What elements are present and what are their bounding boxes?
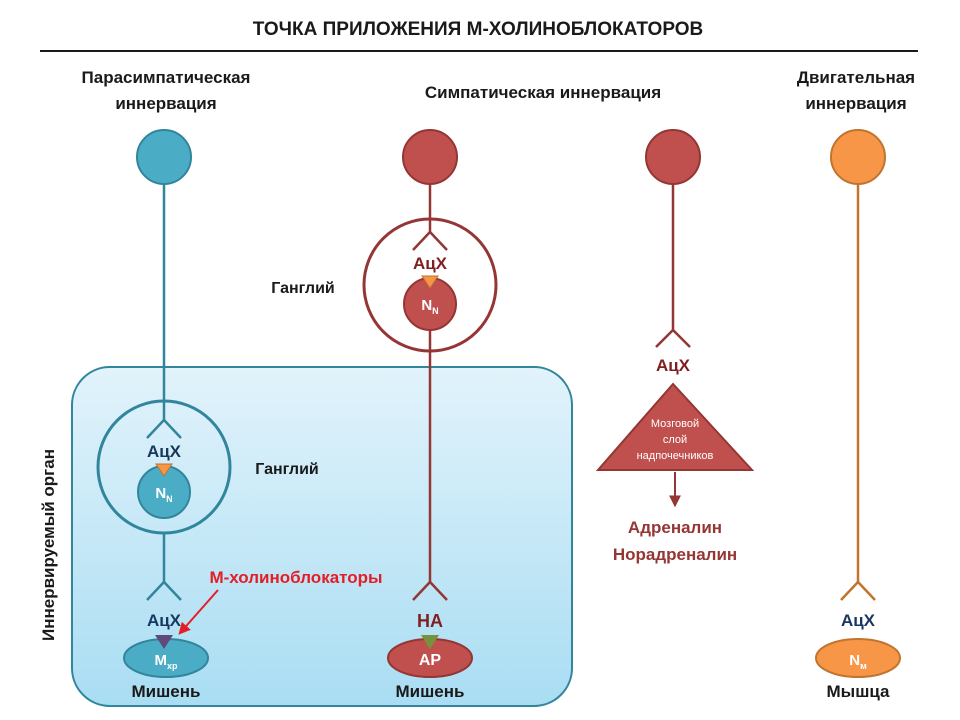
m-blocker-arrow [178, 589, 219, 635]
adrenal-medulla-line1: Мозговой [651, 418, 699, 430]
motor-achx-label: АцХ [841, 611, 876, 630]
adrenaline-label: Адреналин [628, 518, 722, 537]
symp-target-label: Мишень [396, 682, 465, 701]
motor-muscle-label: Мышца [827, 682, 891, 701]
para-n-receptor [155, 463, 173, 477]
header-para-line2: иннервация [115, 94, 216, 113]
symp-achx-ganglion: АцХ [413, 254, 448, 273]
symp-ar-receptor [421, 635, 439, 649]
symp-n-receptor [421, 275, 439, 289]
motor-muscle-ellipse [815, 638, 901, 678]
para-effector-terminal [146, 580, 182, 601]
para-m-label: Мхр [154, 652, 178, 671]
organ-label: Иннервируемый орган [39, 449, 58, 641]
symp-ganglion-terminal [412, 230, 448, 251]
para-ganglion-terminal [146, 418, 182, 439]
adrenal-medulla-line3: надпочечников [637, 450, 714, 462]
noradrenaline-label: Норадреналин [613, 545, 737, 564]
sympathetic-pathway: АцХ NN Ганглий НА АР Мишень [271, 129, 498, 701]
motor-pathway: АцХ Nм Мышца [815, 129, 901, 701]
symp-ganglion-label: Ганглий [271, 280, 335, 297]
m-blocker-label: М-холиноблокаторы [209, 568, 382, 587]
para-nn-label: NN [155, 485, 172, 504]
motor-nm-label: Nм [849, 652, 867, 671]
page-title: ТОЧКА ПРИЛОЖЕНИЯ М-ХОЛИНОБЛОКАТОРОВ [253, 19, 704, 40]
para-m-receptor [155, 635, 173, 649]
adrenal-neuron-body [645, 129, 701, 185]
para-achx-ganglion: АцХ [147, 442, 182, 461]
adrenal-terminal [655, 328, 691, 348]
innervated-organ-box [71, 366, 573, 707]
para-neuron-body [136, 129, 192, 185]
adrenal-achx-label: АцХ [656, 356, 691, 375]
adrenal-medulla-triangle [595, 382, 755, 471]
parasympathetic-pathway: АцХ NN АцХ Мхр Мишень Ганглий [96, 129, 319, 701]
para-achx-target: АцХ [147, 611, 182, 630]
symp-na-label: НА [417, 611, 443, 631]
symp-ar-label: АР [419, 652, 442, 669]
symp-effector-terminal [412, 580, 448, 601]
symp-neuron-body [402, 129, 458, 185]
para-target-label: Мишень [132, 682, 201, 701]
adrenal-medulla-line2: слой [663, 434, 687, 446]
adrenal-pathway: АцХ Мозговой слой надпочечников Адренали… [595, 129, 755, 564]
symp-nn-label: NN [421, 297, 438, 316]
motor-neuron-body [830, 129, 886, 185]
para-ganglion-label: Ганглий [255, 461, 319, 478]
motor-terminal [840, 580, 876, 601]
header-para-line1: Парасимпатическая [82, 68, 251, 87]
header-motor-line2: иннервация [805, 94, 906, 113]
header-motor-line1: Двигательная [797, 68, 915, 87]
header-symp: Симпатическая иннервация [425, 83, 661, 102]
